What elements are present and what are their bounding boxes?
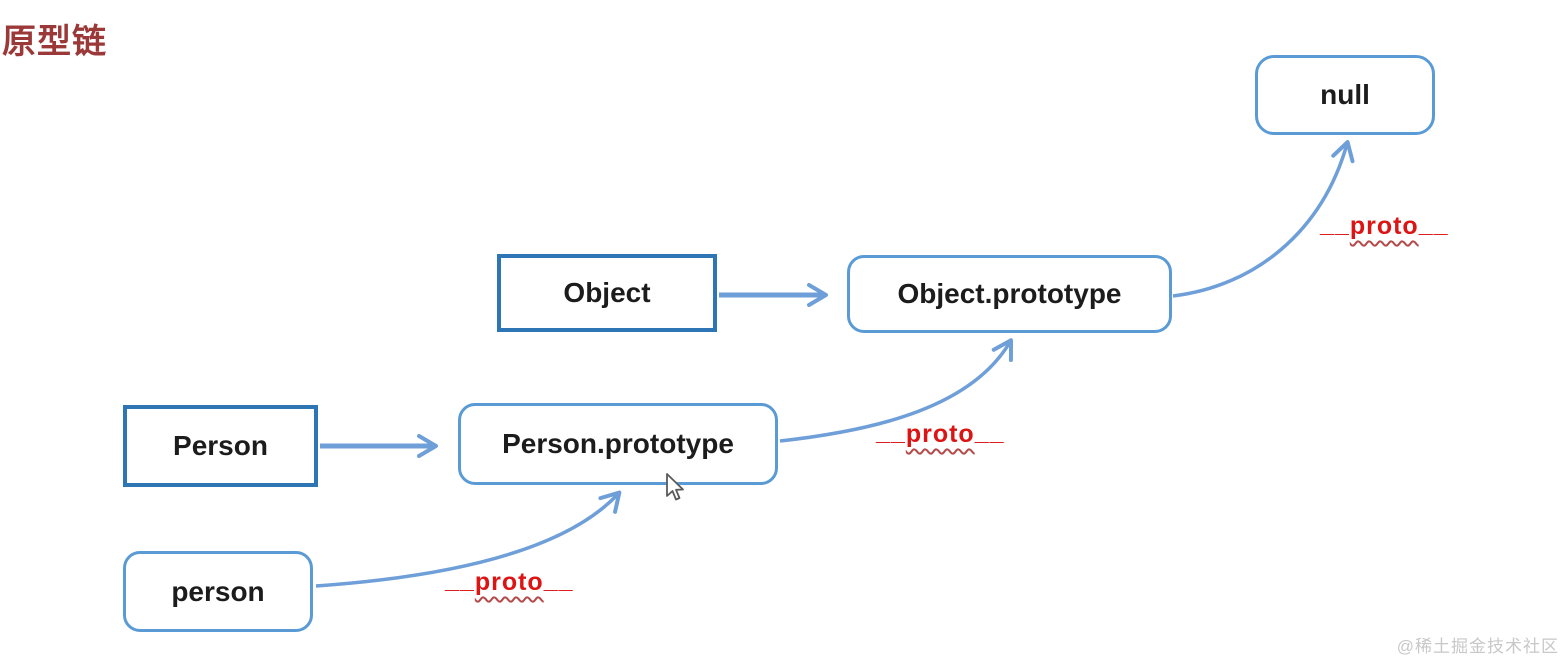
- node-person-constructor-label: Person: [173, 430, 268, 461]
- node-object-prototype-label: Object.prototype: [897, 278, 1122, 309]
- node-person-prototype-label: Person.prototype: [502, 428, 734, 459]
- proto-word: proto: [474, 568, 544, 596]
- node-object-constructor: Object: [497, 254, 717, 332]
- node-object-prototype: Object.prototype: [847, 255, 1172, 333]
- node-person-instance: person: [123, 551, 313, 632]
- node-object-label: Object: [563, 277, 651, 308]
- proto-word: proto: [1349, 212, 1419, 240]
- proto-label-person-prototype-to-object-prototype: __proto__: [876, 418, 1005, 449]
- proto-label-object-prototype-to-null: __proto__: [1320, 210, 1449, 241]
- watermark: @稀土掘金技术社区: [1396, 637, 1559, 656]
- node-person-constructor: Person: [123, 405, 318, 487]
- proto-prefix: __: [876, 418, 906, 446]
- proto-prefix: __: [445, 566, 475, 594]
- page-title: 原型链: [2, 23, 107, 61]
- node-person-instance-label: person: [171, 575, 265, 607]
- proto-suffix: __: [1418, 210, 1449, 238]
- proto-suffix: __: [974, 418, 1005, 446]
- node-person-prototype: Person.prototype: [458, 403, 778, 485]
- node-null: null: [1255, 55, 1435, 135]
- proto-word: proto: [905, 420, 975, 448]
- node-null-label: null: [1320, 79, 1370, 110]
- proto-label-person-instance-to-person-prototype: __proto__: [445, 566, 574, 597]
- proto-prefix: __: [1320, 210, 1350, 238]
- proto-suffix: __: [543, 566, 574, 594]
